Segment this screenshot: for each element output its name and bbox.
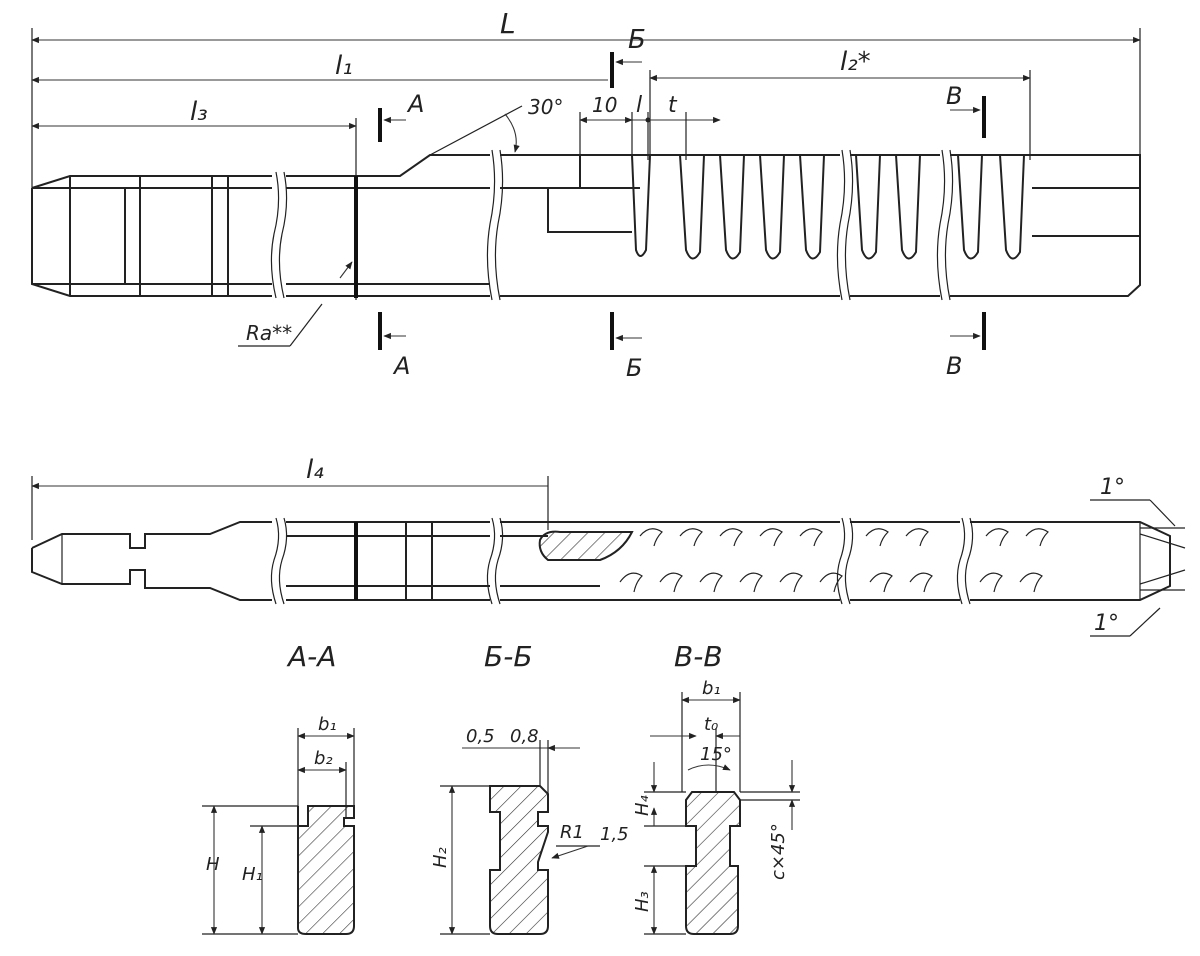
dimension-L: L bbox=[31, 7, 1141, 190]
bb-R1: R1 bbox=[560, 822, 584, 843]
vv-t0: t₀ bbox=[704, 714, 718, 735]
angle-top-label: 1° bbox=[1100, 475, 1125, 500]
dim-label-l3: l₃ bbox=[190, 97, 208, 127]
dim-label-tooth-l: l bbox=[636, 93, 642, 118]
section-mark-b: Б Б bbox=[610, 25, 646, 382]
section-aa: b₁ b₂ H H₁ bbox=[202, 714, 355, 935]
dim-label-l4: l₄ bbox=[306, 455, 324, 485]
section-mark-b-bottom: Б bbox=[626, 354, 642, 382]
section-vv: b₁ t₀ 15° H₄ H₃ c×45° bbox=[632, 678, 800, 935]
vv-chamfer: c×45° bbox=[768, 823, 789, 880]
section-mark-b-top: Б bbox=[628, 25, 646, 55]
dim-label-10: 10 bbox=[592, 93, 617, 117]
bb-H2: H₂ bbox=[430, 847, 451, 868]
teeth-side bbox=[619, 528, 1049, 593]
roughness-label: Ra** bbox=[246, 321, 292, 345]
top-body bbox=[31, 149, 1141, 301]
front-guide-hatch bbox=[538, 530, 634, 561]
section-title-aa: А-А bbox=[286, 640, 336, 673]
vv-b1: b₁ bbox=[702, 678, 721, 699]
section-mark-a-bottom: А bbox=[392, 352, 410, 380]
teeth-top bbox=[631, 154, 1025, 260]
break-lines-side bbox=[270, 517, 974, 605]
vv-H3: H₃ bbox=[632, 891, 653, 912]
dim-label-pitch-t: t bbox=[668, 93, 678, 118]
angle-callout-top: 1° bbox=[1090, 475, 1186, 549]
top-view: L l₁ l₂* l₃ 10 l bbox=[31, 7, 1141, 382]
section-mark-v-bottom: В bbox=[946, 352, 962, 380]
aa-H1: H₁ bbox=[242, 864, 263, 885]
dimension-l2: l₂* bbox=[649, 47, 1031, 160]
dimension-angle-30: 30° bbox=[429, 95, 563, 156]
section-mark-a-top: А bbox=[406, 90, 424, 118]
roughness-callout: Ra** bbox=[238, 261, 353, 347]
section-mark-v-top: В bbox=[946, 82, 962, 110]
dimension-l4: l₄ bbox=[31, 455, 549, 540]
dim-label-l2: l₂* bbox=[840, 47, 871, 77]
section-mark-a: А А bbox=[378, 90, 424, 380]
dimension-l3: l₃ bbox=[31, 97, 357, 300]
aa-H: H bbox=[206, 854, 220, 875]
vv-H4: H₄ bbox=[632, 794, 653, 816]
dim-label-30deg: 30° bbox=[528, 95, 563, 119]
angle-callout-bottom: 1° bbox=[1090, 569, 1186, 637]
dim-label-l1: l₁ bbox=[335, 51, 353, 81]
side-view: l₄ bbox=[31, 455, 1186, 637]
bb-05: 0,5 bbox=[466, 726, 495, 747]
dimension-l1: l₁ bbox=[31, 51, 608, 84]
section-bb: 0,5 0,8 H₂ R1 1,5 bbox=[430, 726, 629, 935]
break-lines-top bbox=[270, 149, 954, 301]
section-title-bb: Б-Б bbox=[484, 640, 533, 673]
dimension-tooth: 10 l t bbox=[579, 93, 721, 160]
vv-15deg: 15° bbox=[700, 744, 732, 765]
section-titles: А-А Б-Б В-В bbox=[286, 640, 723, 673]
aa-b2: b₂ bbox=[314, 748, 333, 769]
dim-label-L: L bbox=[500, 7, 516, 40]
angle-bottom-label: 1° bbox=[1094, 611, 1119, 636]
section-title-vv: В-В bbox=[674, 640, 723, 673]
section-mark-v: В В bbox=[946, 82, 986, 380]
bb-15: 1,5 bbox=[600, 824, 629, 845]
aa-b1: b₁ bbox=[318, 714, 337, 735]
bb-08: 0,8 bbox=[510, 726, 539, 747]
